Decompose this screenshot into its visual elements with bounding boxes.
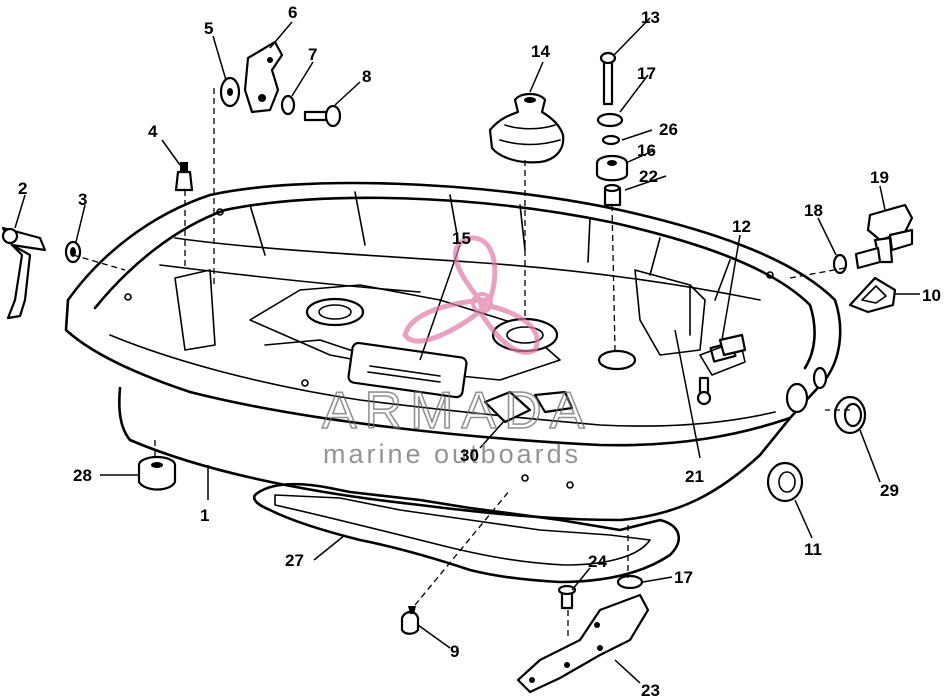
callout-19: 19 bbox=[870, 168, 889, 187]
callout-4: 4 bbox=[148, 122, 158, 141]
callout-9: 9 bbox=[450, 642, 459, 661]
callout-10: 10 bbox=[922, 286, 941, 305]
screw-24 bbox=[557, 584, 577, 610]
callout-13: 13 bbox=[641, 8, 660, 27]
callout-3: 3 bbox=[78, 190, 87, 209]
seal-10 bbox=[848, 276, 897, 314]
callout-27: 27 bbox=[285, 551, 304, 570]
lever-2 bbox=[1, 226, 47, 320]
armada-propeller-logo bbox=[402, 235, 540, 355]
grommet-16 bbox=[595, 154, 629, 182]
callout-29: 29 bbox=[880, 481, 899, 500]
leader-lines bbox=[14, 17, 920, 684]
grommet-28 bbox=[137, 455, 177, 491]
fitting-19 bbox=[854, 203, 914, 270]
grommet-29 bbox=[833, 395, 867, 435]
callout-2: 2 bbox=[18, 179, 27, 198]
callout-21: 21 bbox=[685, 467, 704, 486]
latch-plate-6 bbox=[243, 40, 284, 114]
pin-12 bbox=[718, 333, 747, 357]
washer-5 bbox=[219, 76, 241, 108]
watermark-subtitle: marine outboards bbox=[323, 439, 581, 469]
callout-28: 28 bbox=[73, 466, 92, 485]
fitting-4 bbox=[174, 162, 194, 192]
callout-26: 26 bbox=[659, 120, 678, 139]
washer-17-upper bbox=[596, 112, 624, 128]
callout-23: 23 bbox=[641, 681, 660, 698]
boot-14 bbox=[488, 92, 565, 164]
callout-1: 1 bbox=[200, 506, 209, 525]
callout-6: 6 bbox=[288, 3, 297, 22]
washer-26 bbox=[601, 134, 621, 146]
screw-8 bbox=[303, 104, 342, 128]
callout-17-upper: 17 bbox=[637, 64, 656, 83]
armada-watermark: ARMADA marine outboards bbox=[321, 235, 592, 469]
callout-8: 8 bbox=[362, 67, 371, 86]
lower-seal-27 bbox=[252, 482, 680, 584]
callout-17-lower: 17 bbox=[674, 568, 693, 587]
bracket-23 bbox=[516, 593, 650, 694]
callout-labels: 1 2 3 4 5 6 7 8 9 10 11 12 13 14 15 16 1… bbox=[18, 3, 941, 698]
plug-9 bbox=[400, 606, 420, 635]
alignment-lines bbox=[72, 88, 850, 640]
callout-5: 5 bbox=[204, 19, 213, 38]
callout-16: 16 bbox=[637, 141, 656, 160]
callout-14: 14 bbox=[531, 42, 550, 61]
grommet-11 bbox=[766, 461, 804, 503]
callout-18: 18 bbox=[804, 201, 823, 220]
washer-3 bbox=[64, 240, 82, 264]
screw-21 bbox=[696, 376, 712, 406]
washer-18 bbox=[832, 253, 848, 275]
washer-7 bbox=[280, 94, 296, 116]
callout-7: 7 bbox=[308, 45, 317, 64]
callout-22: 22 bbox=[639, 167, 658, 186]
callout-30: 30 bbox=[460, 446, 479, 465]
callout-11: 11 bbox=[804, 540, 822, 559]
callout-24: 24 bbox=[588, 552, 607, 571]
callout-15: 15 bbox=[452, 229, 471, 248]
bolt-13 bbox=[599, 51, 617, 106]
callout-12: 12 bbox=[732, 217, 751, 236]
washer-17-lower bbox=[616, 574, 644, 590]
watermark-title: ARMADA bbox=[322, 382, 592, 440]
spacer-22 bbox=[603, 183, 622, 207]
